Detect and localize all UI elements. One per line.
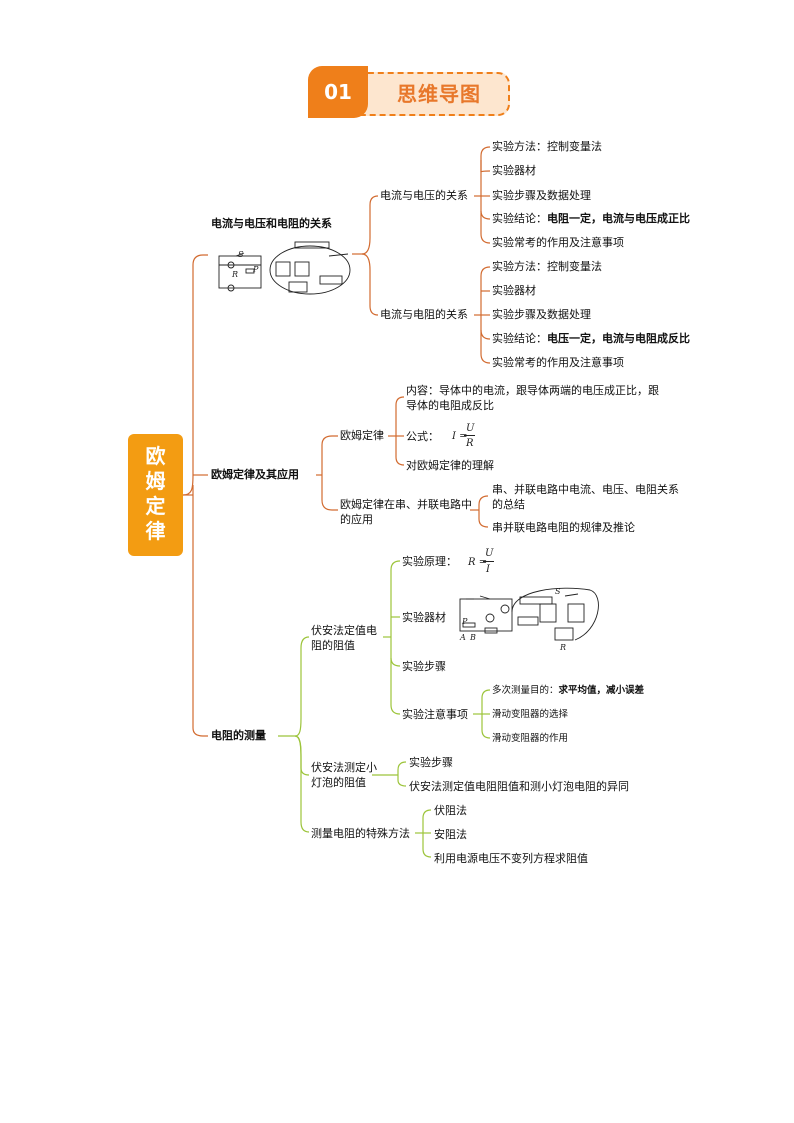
circuit1-label-r: R	[232, 270, 239, 279]
circuit-diagram-2	[459, 595, 513, 634]
branch2-sub1-label: 欧姆定律	[340, 429, 384, 442]
branch1-sub1-label: 电流与电压的关系	[380, 189, 468, 202]
circuit2-label-b: B	[470, 633, 476, 642]
b1s2-item: 实验步骤及数据处理	[492, 308, 591, 321]
b1s1-item: 实验结论：电阻一定，电流与电压成正比	[492, 212, 690, 225]
ohm-law-content: 内容：导体中的电流，跟导体两端的电压成正比，跟导体的电阻成反比	[406, 384, 659, 412]
b3s1-steps: 实验步骤	[402, 660, 446, 673]
b3s3-item: 安阻法	[434, 828, 467, 841]
circuit2-label-r: R	[560, 643, 567, 652]
ohm-law-understanding: 对欧姆定律的理解	[406, 459, 494, 472]
b1s2-item: 实验器材	[492, 284, 536, 297]
formula-denominator: R	[466, 438, 474, 449]
notes-item: 滑动变阻器的作用	[492, 733, 569, 744]
b2s2-item: 串并联电路电阻的规律及推论	[492, 521, 635, 534]
notes-item: 滑动变阻器的选择	[492, 709, 569, 720]
principle-denominator: I	[486, 564, 490, 575]
circuit-diagram-1	[218, 252, 262, 292]
root-char: 姆	[145, 469, 166, 493]
root-char: 欧	[145, 444, 166, 468]
notes-item: 多次测量目的：求平均值，减小误差	[492, 685, 645, 696]
formula-fraction-bar	[464, 435, 475, 436]
circuit2-label-a: A	[460, 633, 466, 642]
circuit1-label-p: P	[253, 265, 259, 274]
circuit1-label-s: S	[238, 250, 244, 259]
b3s3-item: 伏阻法	[434, 804, 467, 817]
b3s1-equipment: 实验器材	[402, 611, 446, 624]
formula-label: 公式：	[406, 430, 439, 443]
branch3-sub3-label: 测量电阻的特殊方法	[311, 827, 410, 840]
b1s1-item: 实验步骤及数据处理	[492, 189, 591, 202]
branch1-label: 电流与电压和电阻的关系	[211, 217, 332, 230]
b1s1-item: 实验方法：控制变量法	[492, 140, 602, 153]
b1s1-item: 实验器材	[492, 164, 536, 177]
apparatus-drawing-2	[511, 587, 599, 641]
principle-numerator: U	[485, 548, 494, 559]
branch3-sub1-label: 伏安法定值电阻的阻值	[311, 624, 377, 652]
branch1-sub2-label: 电流与电阻的关系	[380, 308, 468, 321]
b2s2-item: 串、并联电路中电流、电压、电阻关系的总结	[492, 483, 679, 511]
b1s2-item: 实验常考的作用及注意事项	[492, 356, 624, 369]
circuit2-label-s: S	[555, 587, 561, 596]
branch3-label: 电阻的测量	[211, 729, 266, 742]
b1s2-item: 实验结论：电压一定，电流与电阻成反比	[492, 332, 690, 345]
b3s3-item: 利用电源电压不变列方程求阻值	[434, 852, 588, 865]
root-char: 律	[145, 519, 166, 543]
b1s2-item: 实验方法：控制变量法	[492, 260, 602, 273]
branch2-label: 欧姆定律及其应用	[211, 468, 299, 481]
header-title: 思维导图	[397, 82, 481, 106]
b3s2-item: 实验步骤	[409, 756, 453, 769]
formula-lhs: I =	[452, 431, 468, 442]
principle-label: 实验原理：	[402, 555, 457, 568]
b3s1-notes-label: 实验注意事项	[402, 708, 468, 721]
root-char: 定	[145, 494, 166, 518]
branch3-sub2-label: 伏安法测定小灯泡的阻值	[311, 761, 377, 789]
apparatus-drawing-1	[269, 241, 351, 295]
formula-numerator: U	[466, 423, 475, 434]
header-number: 01	[308, 66, 368, 118]
circuit2-label-p: P	[462, 617, 468, 626]
principle-lhs: R =	[468, 557, 488, 568]
header-title-box	[358, 72, 510, 116]
branch2-sub2-label: 欧姆定律在串、并联电路中的应用	[340, 498, 472, 526]
b1s1-item: 实验常考的作用及注意事项	[492, 236, 624, 249]
b3s2-item: 伏安法测定值电阻阻值和测小灯泡电阻的异同	[409, 780, 629, 793]
root-node: 欧 姆 定 律	[128, 434, 183, 556]
principle-fraction-bar	[483, 561, 494, 562]
